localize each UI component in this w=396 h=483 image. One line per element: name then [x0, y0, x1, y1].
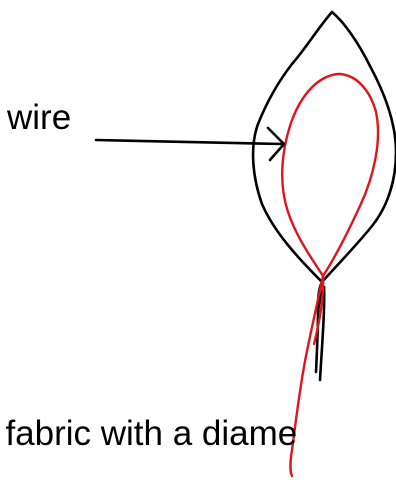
red-wire-tail [289, 274, 325, 478]
red-wire-loop [281, 72, 380, 278]
outer-leaf-outline [251, 10, 396, 284]
pointer-arrow-line [94, 138, 284, 146]
pointer-arrowhead [266, 126, 286, 162]
wire-label: wire [7, 98, 72, 137]
caption-text: f fabric with a diame [0, 414, 298, 453]
